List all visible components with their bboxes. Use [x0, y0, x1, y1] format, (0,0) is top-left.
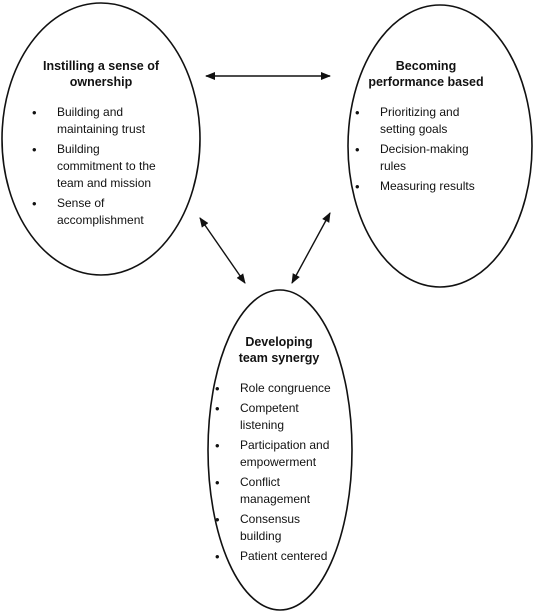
title-line: performance based: [368, 75, 484, 89]
list-item: • Patient centered: [215, 548, 343, 565]
bullet-icon: •: [355, 105, 360, 120]
list-item-text: Consensus: [240, 512, 301, 526]
list-item-text: Role congruence: [240, 381, 331, 395]
bullet-icon: •: [355, 142, 360, 157]
title-line: Instilling a sense of: [43, 59, 159, 73]
list-item-text: Decision-making: [380, 142, 469, 156]
list-item-text: Participation and: [240, 438, 330, 452]
list-item: • Competent listening: [215, 400, 343, 434]
list-item: • Building commitment to the team and missi…: [32, 141, 170, 192]
list-item: • Measuring results: [355, 178, 505, 195]
list-item-text: Building: [57, 142, 100, 156]
node-title-ownership: Instilling a sense of ownership: [32, 58, 170, 90]
bullet-icon: •: [215, 475, 220, 490]
bullet-icon: •: [215, 512, 220, 527]
bullet-list-ownership: • Building and maintaining trust • Building c…: [32, 104, 170, 229]
list-item-text: Building and: [57, 105, 124, 119]
list-item: • Prioritizing and setting goals: [355, 104, 505, 138]
bullet-list-synergy: • Role congruence • Competent listening • Part…: [215, 380, 343, 565]
list-item: • Role congruence: [215, 380, 343, 397]
node-synergy: Developing team synergy • Role congruence…: [215, 334, 343, 568]
node-performance: Becoming performance based • Prioritizing…: [355, 58, 505, 198]
list-item-text: management: [240, 492, 311, 506]
list-item-text: Sense of: [57, 196, 105, 210]
list-item-text: empowerment: [240, 455, 317, 469]
list-item-text: Patient centered: [240, 549, 328, 563]
node-title-performance: Becoming performance based: [347, 58, 505, 90]
list-item: • Conflict management: [215, 474, 343, 508]
list-item-text: Competent: [240, 401, 299, 415]
list-item-text: building: [240, 529, 282, 543]
list-item-text: maintaining trust: [57, 122, 146, 136]
list-item-text: listening: [240, 418, 285, 432]
bullet-icon: •: [215, 401, 220, 416]
list-item: • Consensus building: [215, 511, 343, 545]
arrow-performance-synergy: [291, 212, 331, 284]
bullet-icon: •: [215, 549, 220, 564]
bullet-icon: •: [32, 142, 37, 157]
node-title-synergy: Developing team synergy: [215, 334, 343, 366]
list-item-text: setting goals: [380, 122, 448, 136]
ellipse-performance: [347, 4, 533, 288]
bullet-icon: •: [215, 438, 220, 453]
bullet-icon: •: [215, 381, 220, 396]
list-item-text: team and mission: [57, 176, 152, 190]
title-line: ownership: [69, 75, 133, 89]
title-line: Developing: [245, 335, 313, 349]
title-line: Becoming: [395, 59, 457, 73]
node-ownership: Instilling a sense of ownership • Buildin…: [32, 58, 170, 232]
list-item-text: accomplishment: [57, 213, 144, 227]
title-line: team synergy: [238, 351, 320, 365]
bullet-list-performance: • Prioritizing and setting goals • Decision-…: [355, 104, 505, 195]
list-item-text: rules: [380, 159, 407, 173]
bullet-icon: •: [32, 105, 37, 120]
bullet-icon: •: [32, 196, 37, 211]
arrow-ownership-synergy: [199, 217, 246, 284]
list-item: • Decision-making rules: [355, 141, 505, 175]
ellipse-synergy: [207, 289, 353, 611]
list-item-text: Prioritizing and: [380, 105, 460, 119]
bullet-icon: •: [355, 179, 360, 194]
list-item: • Sense of accomplishment: [32, 195, 170, 229]
list-item-text: Measuring results: [380, 179, 475, 193]
list-item: • Participation and empowerment: [215, 437, 343, 471]
list-item-text: Conflict: [240, 475, 281, 489]
ellipse-ownership: [1, 2, 201, 276]
list-item: • Building and maintaining trust: [32, 104, 170, 138]
list-item-text: commitment to the: [57, 159, 156, 173]
